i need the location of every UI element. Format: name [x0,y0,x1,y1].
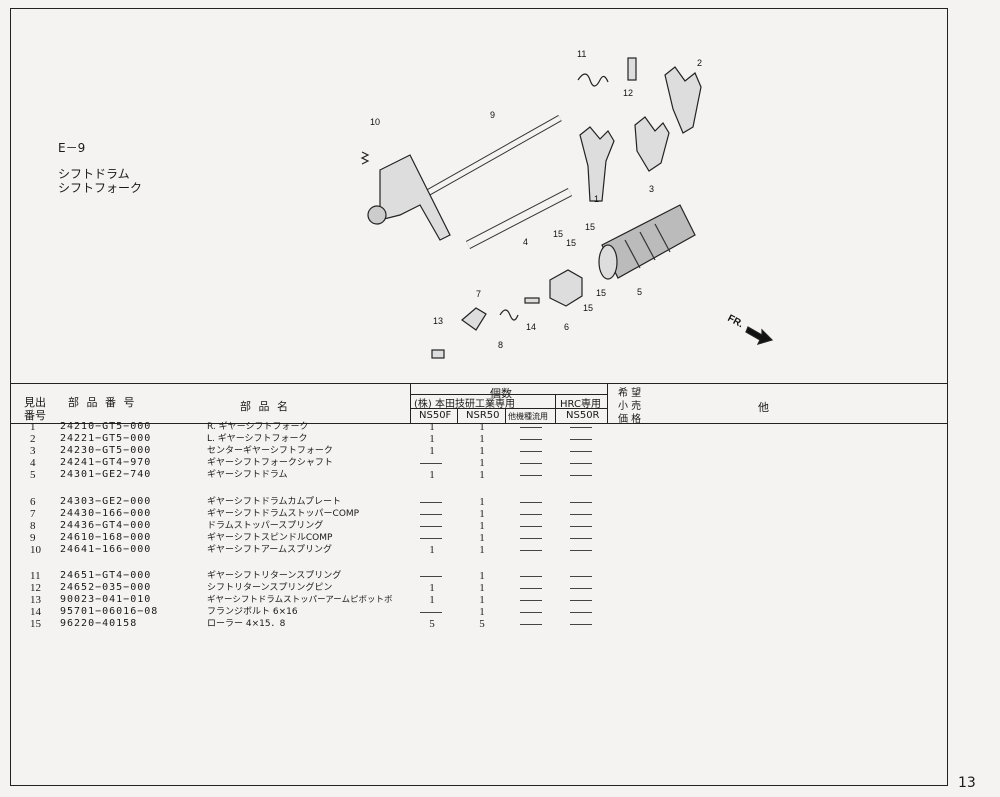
table-header: 見出 番号 部 品 番 号 部 品 名 個数 (株) 本田技研工業専用 HRC専… [10,384,948,425]
table-row: 1 24210−GT5−000 R. ギヤーシフトフォーク 1 1 [10,421,948,433]
page-number: 13 [958,775,976,791]
callout-6: 6 [564,322,569,332]
col-no-label-1: 見出 [24,396,46,409]
fr-label: FR. [726,313,746,330]
table-row: 2 24221−GT5−000 L. ギヤーシフトフォーク 1 1 [10,433,948,445]
callout-15b: 15 [566,238,576,248]
callout-12: 12 [623,88,633,98]
callout-4: 4 [523,237,528,247]
col-ns50f: NS50F [419,410,452,421]
callout-1: 1 [594,194,599,204]
callout-14: 14 [526,322,536,332]
col-remarks: 他 [758,401,769,414]
table-row: 5 24301−GE2−740 ギヤーシフトドラム 1 1 [10,469,948,481]
callout-3: 3 [649,184,654,194]
table-row: 13 90023−041−010 ギヤーシフトドラムストッパーアームピボットボ … [10,594,948,606]
honda-label: (株) 本田技研工業専用 [414,399,515,410]
table-row: 9 24610−168−000 ギヤーシフトスピンドルCOMP 1 [10,532,948,544]
qty-title: 個数 [490,387,512,400]
page-frame [10,8,948,786]
callout-8: 8 [498,340,503,350]
table-row: 4 24241−GT4−970 ギヤーシフトフォークシャフト 1 [10,457,948,469]
price-label-3: 価 格 [618,414,642,425]
table-row: 8 24436−GT4−000 ドラムストッパースプリング 1 [10,520,948,532]
callout-15d: 15 [596,288,606,298]
col-part-number: 部 品 番 号 [68,396,137,409]
table-row: 12 24652−035−000 シフトリターンスプリングピン 1 1 [10,582,948,594]
diagram-svg: 10 9 11 12 2 3 1 4 15 15 15 15 15 5 6 7 … [360,49,774,359]
section-heading: E－9 シフトドラム シフトフォーク [58,141,142,195]
section-title-1: シフトドラム [58,167,130,181]
table-row: 14 95701−06016−08 フランジボルト 6×16 1 [10,606,948,618]
table-row: 15 96220−40158 ローラー 4×15．8 5 5 [10,618,948,630]
callout-2: 2 [697,58,702,68]
table-row: 11 24651−GT4−000 ギヤーシフトリターンスプリング 1 [10,570,948,582]
section-title-2: シフトフォーク [58,181,143,195]
col-no-label-2: 番号 [24,409,46,422]
section-code: E－9 [58,141,86,155]
price-label-1: 希 望 [618,388,642,399]
col-ns50r: NS50R [566,410,600,421]
price-label-2: 小 売 [618,401,642,412]
table-row: 3 24230−GT5−000 センターギヤーシフトフォーク 1 1 [10,445,948,457]
col-other: 他機種流用 [508,412,548,421]
hrc-label: HRC専用 [560,399,601,410]
table-row: 7 24430−166−000 ギヤーシフトドラムストッパーCOMP 1 [10,508,948,520]
callout-9: 9 [490,110,495,120]
callout-11: 11 [577,49,586,59]
col-nsr50: NSR50 [466,410,500,421]
callout-5: 5 [637,287,642,297]
callout-13: 13 [433,316,443,326]
callout-7: 7 [476,289,481,299]
col-part-name: 部 品 名 [240,400,290,413]
header-top-rule [10,383,948,384]
exploded-parts-diagram: 10 9 11 12 2 3 1 4 15 15 15 15 15 5 6 7 … [340,40,800,375]
callout-10: 10 [370,117,380,127]
callout-15e: 15 [583,303,593,313]
table-row: 6 24303−GE2−000 ギヤーシフトドラムカムプレート 1 [10,496,948,508]
table-row: 10 24641−166−000 ギヤーシフトアームスプリング 1 1 [10,544,948,556]
callout-15a: 15 [553,229,563,239]
callout-15c: 15 [585,222,595,232]
